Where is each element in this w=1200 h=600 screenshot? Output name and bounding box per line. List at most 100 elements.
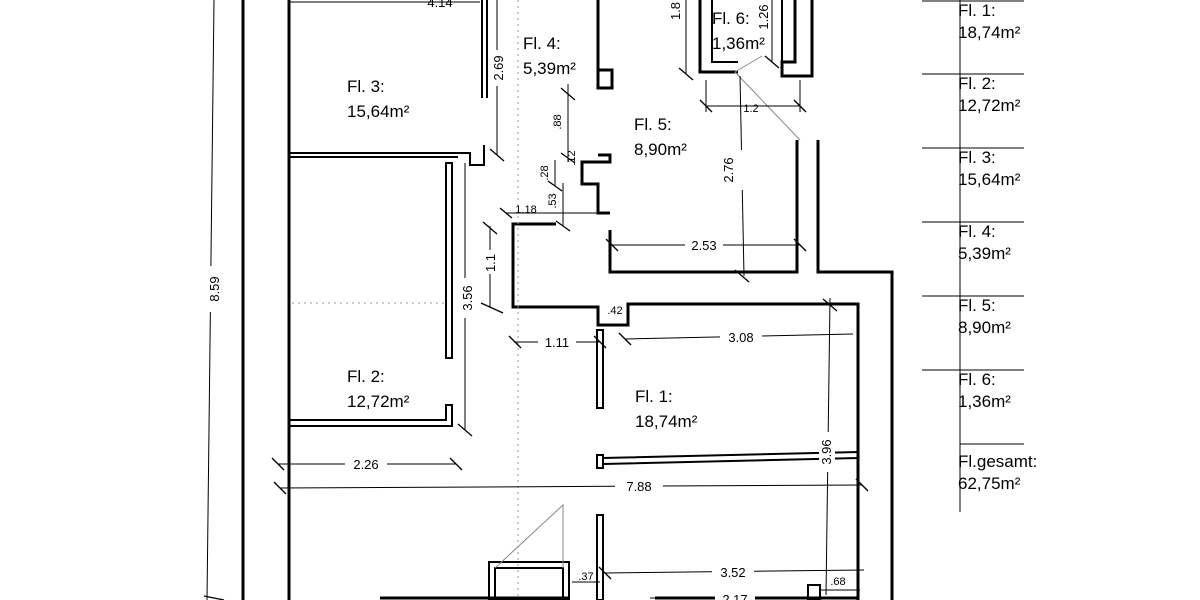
room-fl5-area: 8,90m² xyxy=(634,140,687,159)
dim-label-226: 2.26 xyxy=(353,457,378,472)
fl6-right-wall xyxy=(780,0,814,78)
legend-fl5-area: 8,90m² xyxy=(958,318,1011,337)
dim-label-bg-352 xyxy=(712,565,754,579)
dim-tick-788-a xyxy=(273,481,287,495)
dim-label-12s: .12 xyxy=(566,150,578,165)
dim-tick-253-a xyxy=(605,238,619,252)
legend-fl2-name: Fl. 2: xyxy=(958,74,996,93)
area-legend: Fl. 1: 18,74m² Fl. 2: 12,72m² Fl. 3: 15,… xyxy=(922,0,1037,512)
dim-tick-111-b xyxy=(593,335,607,349)
dim-label-bg-859 xyxy=(200,266,226,312)
dim-tick-308 xyxy=(618,332,632,346)
dim-label-bg-356 xyxy=(458,278,474,318)
dim-label-42: .42 xyxy=(607,305,622,317)
dim-tick-352 xyxy=(598,566,612,580)
dim-label-788: 7.88 xyxy=(626,479,651,494)
room-fl4-area: 5,39m² xyxy=(523,59,576,78)
legend-total-area: 62,75m² xyxy=(958,474,1021,493)
dim-label-53: .53 xyxy=(547,193,559,208)
dim-label-352: 3.52 xyxy=(720,565,745,580)
dim-line-788 xyxy=(279,484,863,489)
dim-label-308: 3.08 xyxy=(728,330,753,345)
fl6-door-swing-b xyxy=(734,55,763,73)
legend-fl1-name: Fl. 1: xyxy=(958,1,996,20)
dim-label-37: .37 xyxy=(578,571,593,583)
dim-tick-356-b xyxy=(480,302,504,314)
dim-label-276: 2.76 xyxy=(721,157,736,182)
dim-label-253: 2.53 xyxy=(691,238,716,253)
fl5-notch-wall xyxy=(580,153,612,215)
fl1-partition-lower xyxy=(596,514,604,600)
dim-tick-396 xyxy=(822,298,838,312)
dim-label-18: 1.8 xyxy=(668,2,683,20)
legend-fl2-area: 12,72m² xyxy=(958,96,1021,115)
dim-tick-126 xyxy=(764,55,780,69)
dim-label-88: .88 xyxy=(552,114,564,129)
dim-tick-88 xyxy=(560,87,576,101)
room-fl3-area: 15,64m² xyxy=(347,102,410,121)
fl1-partition-stub xyxy=(596,454,604,469)
room-fl1-name: Fl. 1: xyxy=(635,387,673,406)
legend-fl5-name: Fl. 5: xyxy=(958,296,996,315)
dim-tick-788-b xyxy=(855,478,869,492)
fl1-upper-wall xyxy=(511,222,860,600)
dim-label-bg-217 xyxy=(715,590,755,600)
dim-label-28: .28 xyxy=(539,165,551,180)
dim-label-11: 1.1 xyxy=(483,254,498,272)
right-exterior-wall xyxy=(816,140,894,600)
dim-label-bg-269 xyxy=(490,50,506,86)
room-fl6-area: 1,36m² xyxy=(712,34,765,53)
dim-tick-859 xyxy=(203,595,225,600)
dim-label-859: 8.59 xyxy=(207,276,222,301)
stair-diagonal xyxy=(494,503,564,569)
room-fl4-name: Fl. 4: xyxy=(523,34,561,53)
fl6-left-wall xyxy=(698,0,738,74)
dim-tick-28 xyxy=(547,180,563,192)
dim-label-111: 1.11 xyxy=(545,335,569,350)
dim-tick-276 xyxy=(734,269,750,283)
dim-tick-11 xyxy=(482,221,498,235)
dim-label-396: 3.96 xyxy=(819,439,834,464)
fl1-partition-upper xyxy=(596,329,604,409)
stair-block-inner xyxy=(494,567,564,600)
dim-label-bg-308 xyxy=(720,330,762,344)
dim-label-356: 3.56 xyxy=(460,285,475,310)
fl1-horizontal-wall xyxy=(602,450,859,465)
legend-fl3-area: 15,64m² xyxy=(958,170,1021,189)
dim-tick-18 xyxy=(678,67,694,81)
fl2-right-partition xyxy=(445,162,453,359)
dim-label-414: 4.14 xyxy=(427,0,452,10)
fl6-inner-left xyxy=(711,0,738,63)
fl2-bottom-wall xyxy=(289,404,453,427)
dim-tick-269 xyxy=(489,148,505,162)
legend-fl6-name: Fl. 6: xyxy=(958,370,996,389)
legend-fl3-name: Fl. 3: xyxy=(958,148,996,167)
dim-label-126: 1.26 xyxy=(756,4,771,29)
legend-fl1-area: 18,74m² xyxy=(958,23,1021,42)
dim-tick-226-b xyxy=(449,457,463,471)
dim-label-bg-788 xyxy=(615,480,663,494)
room-fl6-name: Fl. 6: xyxy=(712,9,750,28)
room-fl3-name: Fl. 3: xyxy=(347,77,385,96)
dim-tick-226-a xyxy=(271,457,285,471)
dim-label-269: 2.69 xyxy=(491,55,506,80)
dim-tick-253-b xyxy=(793,238,807,252)
legend-fl6-area: 1,36m² xyxy=(958,392,1011,411)
dim-label-bg-11 xyxy=(482,250,498,274)
dim-label-bg-226 xyxy=(345,457,387,471)
dim-label-12: 1.2 xyxy=(743,103,758,115)
dim-label-217: 2.17 xyxy=(722,592,747,600)
dimension-lines: 4.14 8.59 2.69 1.8 1.26 1.2 .88 .12 xyxy=(200,0,869,600)
room-fl2-area: 12,72m² xyxy=(347,392,410,411)
fl4-right-wall xyxy=(596,0,614,90)
room-labels: Fl. 1: 18,74m² Fl. 2: 12,72m² Fl. 3: 15,… xyxy=(347,9,765,431)
legend-fl4-name: Fl. 4: xyxy=(958,222,996,241)
dim-tick-53 xyxy=(555,220,571,232)
dim-label-bg-111 xyxy=(538,335,576,349)
dim-label-118: 1.18 xyxy=(515,204,536,216)
legend-total-label: Fl.gesamt: xyxy=(958,452,1037,471)
corner-column xyxy=(807,584,821,600)
dim-label-bg-276 xyxy=(724,150,750,190)
room-fl5-name: Fl. 5: xyxy=(634,115,672,134)
